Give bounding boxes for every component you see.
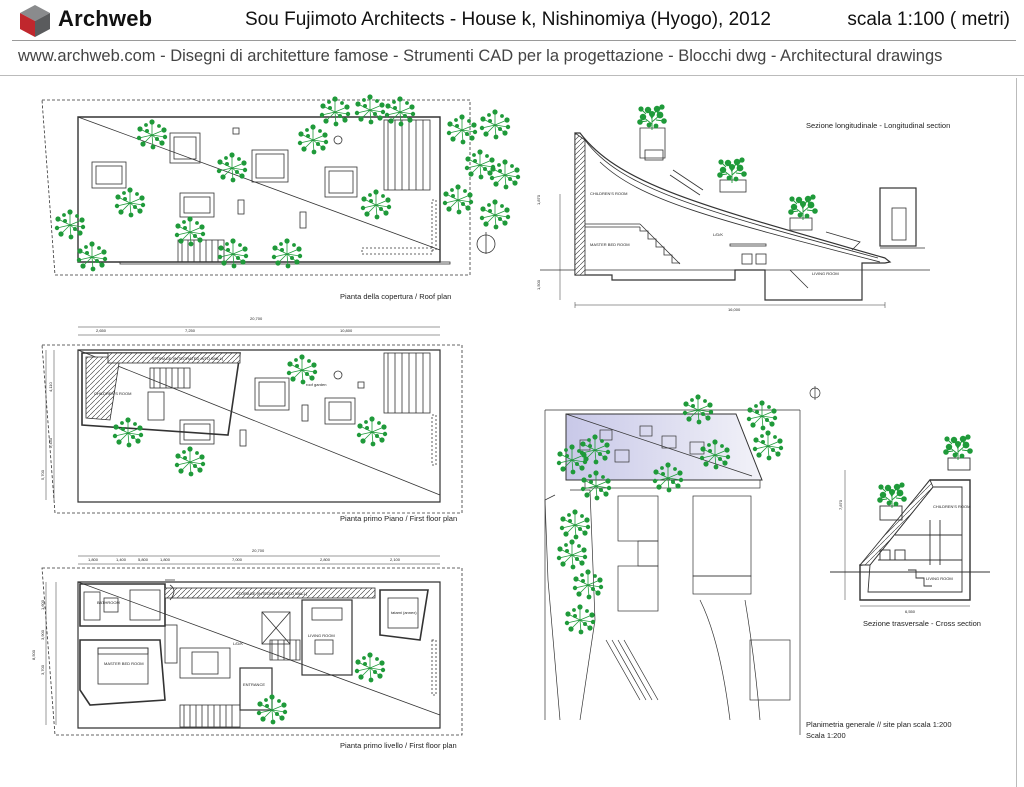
gf-living-room-label: LIVING ROOM — [308, 633, 335, 638]
ff-dim-total: 20,700 — [250, 316, 263, 321]
long-childrens-room-label: CHILDREN'S ROOM — [590, 191, 627, 196]
caption-ground-floor-plan: Pianta primo livello / First floor plan — [340, 741, 457, 750]
ff-storage-label: STORAGE (INTEGRATED INTO WALL) — [152, 356, 224, 361]
header-bottom-rule — [0, 75, 1024, 76]
page-header: Archweb Sou Fujimoto Architects - House … — [0, 0, 1024, 78]
long-dim-height-bottom: 1,500 — [536, 279, 541, 290]
gf-dim-total: 20,700 — [252, 548, 265, 553]
cross-dim-height: 7,870 — [838, 499, 843, 510]
long-master-bed-label: MASTER BED ROOM — [590, 242, 630, 247]
archweb-logo-icon — [20, 5, 50, 37]
gf-dim-c: 5,800 — [138, 557, 149, 562]
page-title: Sou Fujimoto Architects - House k, Nishi… — [245, 9, 771, 30]
ff-side-dim-2: 2,440 — [48, 437, 53, 448]
brand-name[interactable]: Archweb — [58, 6, 153, 31]
long-living-room-label: LIVING ROOM — [812, 271, 839, 276]
caption-site-scale: Scala 1:200 — [806, 731, 846, 740]
long-dim-width: 16,000 — [728, 307, 741, 312]
gf-dim-e: 7,000 — [232, 557, 243, 562]
long-dim-height-top: 1,870 — [536, 194, 541, 205]
ff-dim-c: 10,800 — [340, 328, 353, 333]
gf-dim-b: 1,400 — [116, 557, 127, 562]
cross-dim-width: 6,550 — [905, 609, 916, 614]
scale-label: scala 1:100 ( metri) — [847, 9, 1010, 30]
gf-dim-f: 2,800 — [320, 557, 331, 562]
gf-storage-label: STORAGE (INTEGRATED INTO WALL) — [236, 591, 308, 596]
gf-entrance-label: ENTRANCE — [243, 682, 265, 687]
gf-bathroom-label: BATHROOM — [97, 600, 120, 605]
cross-living-room-label: LIVING ROOM — [926, 576, 953, 581]
ground-floor-plan — [41, 555, 463, 736]
ff-side-dim-3: 4,110 — [48, 382, 53, 392]
caption-site-plan: Planimetria generale // site plan scala … — [806, 720, 952, 729]
ff-side-dim-1: 5,700 — [40, 469, 45, 480]
caption-cross-section: Sezione trasversale - Cross section — [863, 619, 981, 628]
ff-childrens-room-label: CHILDREN'S ROOM — [94, 391, 131, 396]
longitudinal-section — [540, 127, 930, 308]
header-divider — [12, 40, 1016, 41]
cross-childrens-room-label: CHILDREN'S ROOM — [933, 504, 970, 509]
caption-roof-plan: Pianta della copertura / Roof plan — [340, 292, 452, 301]
gf-dim-a: 1,800 — [88, 557, 99, 562]
gf-side-dim-1: 1,600 — [40, 599, 45, 610]
caption-first-floor-plan: Pianta primo Piano / First floor plan — [340, 514, 458, 523]
gf-ldk-label: L/D/K — [233, 641, 243, 646]
long-ldk-label: L/D/K — [713, 232, 723, 237]
site-subtitle[interactable]: www.archweb.com - Disegni di architettur… — [18, 47, 943, 65]
cross-section — [830, 457, 990, 607]
gf-tatami-label: tatami (annex) — [391, 610, 417, 615]
gf-dim-d: 1,800 — [160, 557, 171, 562]
gf-side-dim-total: 8,500 — [31, 649, 36, 660]
frame-border — [1016, 78, 1017, 787]
caption-longitudinal-section: Sezione longitudinale - Longitudinal sec… — [806, 121, 951, 130]
gf-dim-g: 2,100 — [390, 557, 401, 562]
ff-roof-garden-label: roof garden — [306, 382, 326, 387]
roof-plan — [41, 99, 496, 276]
gf-side-dim-3: 3,700 — [40, 664, 45, 675]
ff-dim-a: 2,650 — [96, 328, 107, 333]
first-floor-plan — [41, 326, 463, 514]
gf-side-dim-2: 3,900 — [40, 629, 45, 640]
site-plan — [544, 386, 821, 735]
drawing-sheet: CHILDREN'S ROOM MASTER BED ROOM L/D/K LI… — [31, 93, 990, 736]
gf-master-bed-label: MASTER BED ROOM — [104, 661, 144, 666]
ff-dim-b: 7,250 — [185, 328, 196, 333]
